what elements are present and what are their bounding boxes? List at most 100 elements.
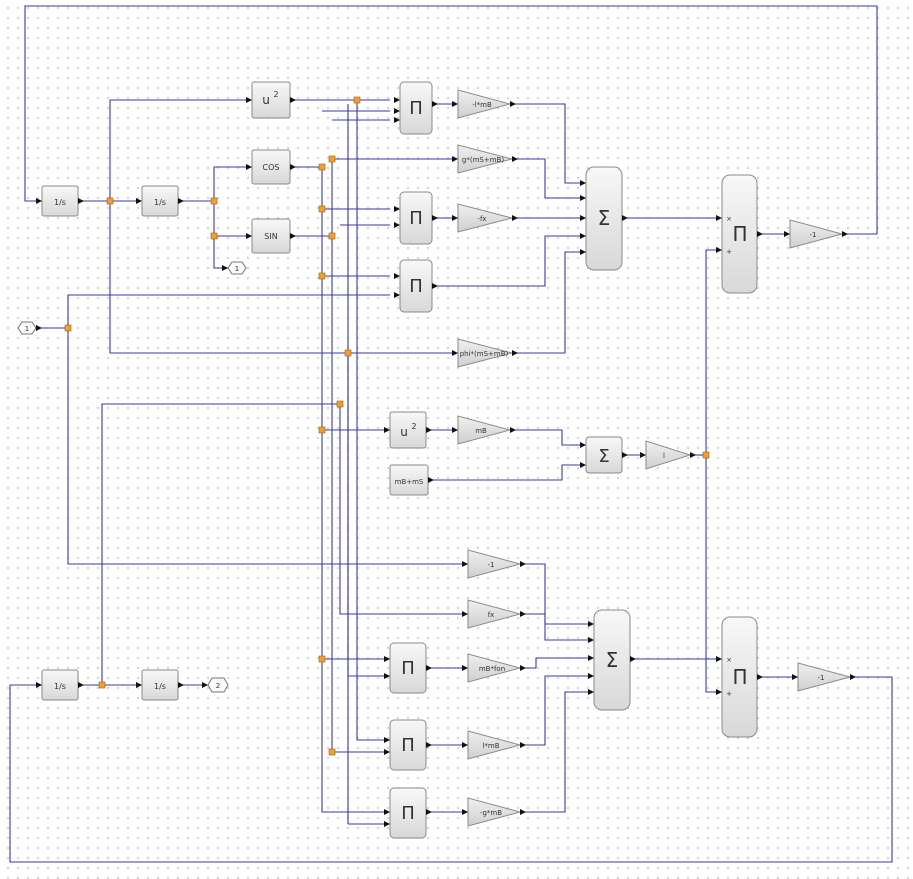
wire[interactable]	[101, 403, 340, 685]
constant-block[interactable]: mB+mS	[389, 464, 429, 496]
gain-block-g10[interactable]: l*mB	[467, 730, 522, 760]
gain-block-g6[interactable]: l	[645, 440, 692, 470]
wire[interactable]	[705, 249, 722, 455]
sum-block-3[interactable]: Σ	[593, 609, 631, 711]
wire[interactable]	[512, 251, 586, 354]
wire[interactable]	[109, 201, 458, 354]
split-point[interactable]	[210, 197, 218, 205]
gain-label: phi*(mS+mB)	[460, 350, 509, 358]
split-point[interactable]	[353, 96, 361, 104]
wire[interactable]	[428, 464, 586, 481]
sin-block[interactable]: SIN	[251, 218, 291, 254]
wire[interactable]	[510, 429, 586, 446]
wire[interactable]	[67, 294, 390, 328]
gain-block-g1[interactable]: -l*mB	[457, 89, 512, 119]
sum-block-2[interactable]: Σ	[585, 436, 623, 474]
split-point[interactable]	[702, 451, 710, 459]
product-symbol: Π	[732, 665, 747, 689]
split-point[interactable]	[64, 324, 72, 332]
product-symbol: Π	[409, 276, 423, 297]
gain-block-g12[interactable]: -1	[789, 219, 844, 249]
wire[interactable]	[213, 201, 252, 237]
wire[interactable]	[321, 167, 390, 813]
product-block-right-top[interactable]: Π × +	[721, 174, 758, 294]
wire-feedback-bottom[interactable]	[9, 676, 893, 863]
wire[interactable]	[213, 236, 228, 269]
port-times-sign: ×	[726, 215, 732, 223]
split-point[interactable]	[318, 163, 326, 171]
cos-label: COS	[263, 163, 280, 172]
square-block-mid[interactable]: u 2	[389, 411, 427, 449]
gain-block-g7[interactable]: -1	[467, 549, 522, 579]
wire[interactable]	[512, 158, 586, 199]
wire[interactable]	[109, 99, 252, 201]
product-block-5[interactable]: Π	[389, 719, 427, 771]
split-point[interactable]	[328, 155, 336, 163]
wire[interactable]	[331, 236, 390, 753]
product-block-1[interactable]: Π	[399, 81, 433, 135]
split-point[interactable]	[344, 349, 352, 357]
split-point[interactable]	[328, 748, 336, 756]
integrator-label: 1/s	[54, 682, 66, 691]
product-symbol: Π	[401, 658, 415, 679]
integrator-block-2[interactable]: 1/s	[141, 185, 179, 217]
sum-symbol: Σ	[598, 446, 609, 467]
product-block-6[interactable]: Π	[389, 787, 427, 839]
wire[interactable]	[347, 353, 390, 677]
split-point[interactable]	[210, 232, 218, 240]
gain-block-g2[interactable]: g*(mS+mB)	[457, 144, 514, 174]
wire[interactable]	[356, 100, 390, 741]
gain-block-g3[interactable]: -fx	[457, 203, 514, 233]
split-point[interactable]	[336, 400, 344, 408]
port-number: 2	[216, 682, 220, 690]
wire[interactable]	[520, 691, 594, 813]
wire[interactable]	[520, 613, 594, 641]
split-point[interactable]	[98, 681, 106, 689]
output-port-2[interactable]: 2	[207, 677, 229, 693]
gain-label: -fx	[477, 215, 486, 223]
square-block-top[interactable]: u 2	[251, 81, 291, 119]
port-plus-sign: +	[726, 248, 732, 256]
wire[interactable]	[339, 404, 468, 615]
integrator-block-3[interactable]: 1/s	[41, 669, 79, 701]
gain-block-g11[interactable]: -g*mB	[467, 797, 522, 827]
wire[interactable]	[520, 657, 594, 669]
integrator-block-1[interactable]: 1/s	[41, 185, 79, 217]
product-symbol: Π	[732, 222, 747, 246]
output-port-1[interactable]: 1	[227, 261, 247, 275]
gain-label: l*mB	[482, 742, 499, 750]
wire[interactable]	[520, 563, 594, 625]
sum-symbol: Σ	[606, 648, 619, 672]
split-point[interactable]	[318, 426, 326, 434]
split-point[interactable]	[318, 655, 326, 663]
gain-block-g8[interactable]: fx	[467, 599, 522, 629]
integrator-block-4[interactable]: 1/s	[141, 669, 179, 701]
product-block-right-bottom[interactable]: Π × +	[721, 616, 758, 738]
cos-block[interactable]: COS	[251, 149, 291, 185]
input-port-1[interactable]: 1	[17, 321, 37, 335]
wire[interactable]	[67, 328, 468, 565]
wire-feedback-top[interactable]	[24, 5, 878, 235]
wire[interactable]	[432, 235, 586, 287]
gain-block-g5[interactable]: mB	[457, 415, 512, 445]
square-label: u	[400, 425, 408, 439]
wire[interactable]	[510, 103, 586, 184]
port-number: 1	[235, 265, 239, 273]
split-point[interactable]	[328, 232, 336, 240]
wire[interactable]	[213, 166, 252, 201]
wire[interactable]	[520, 675, 594, 746]
split-point[interactable]	[318, 205, 326, 213]
gain-block-g4[interactable]: phi*(mS+mB)	[457, 338, 514, 368]
product-symbol: Π	[409, 98, 423, 119]
wire[interactable]	[705, 455, 722, 693]
product-block-4[interactable]: Π	[389, 642, 427, 694]
gain-block-g13[interactable]: -1	[797, 662, 852, 692]
split-point[interactable]	[106, 197, 114, 205]
product-block-2[interactable]: Π	[399, 191, 433, 245]
product-block-3[interactable]: Π	[399, 259, 433, 313]
integrator-label: 1/s	[154, 198, 166, 207]
gain-block-g9[interactable]: mB*fon	[467, 653, 522, 683]
split-point[interactable]	[318, 272, 326, 280]
sum-block-1[interactable]: Σ	[585, 166, 623, 271]
